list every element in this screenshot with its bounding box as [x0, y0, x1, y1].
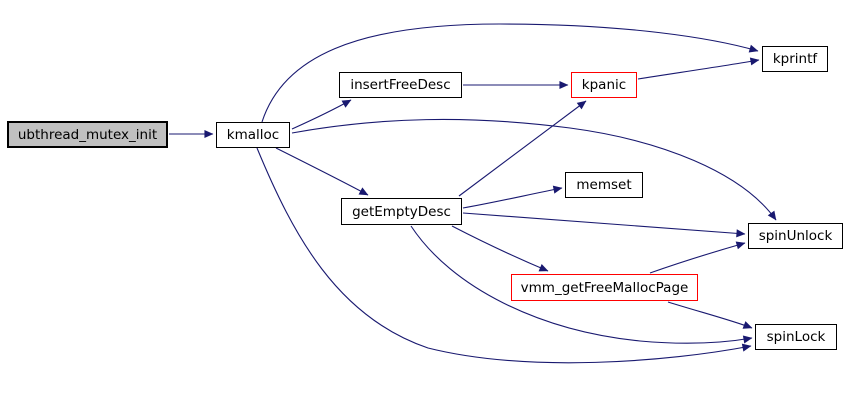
- node-kpanic[interactable]: kpanic: [571, 72, 637, 98]
- node-insertFreeDesc[interactable]: insertFreeDesc: [339, 72, 462, 98]
- edge-getEmptyDesc-to-spinUnlock: [462, 212, 746, 238]
- node-getEmptyDesc[interactable]: getEmptyDesc: [341, 198, 462, 225]
- edge-vmm_getFreeMallocPage-to-spinLock: [667, 301, 753, 329]
- edge-kmalloc-to-insertFreeDesc: [291, 99, 352, 130]
- node-kprintf[interactable]: kprintf: [762, 46, 828, 72]
- edge-vmm_getFreeMallocPage-to-spinUnlock: [649, 241, 746, 274]
- node-vmm_getFreeMallocPage[interactable]: vmm_getFreeMallocPage: [511, 274, 698, 301]
- node-ubthread_mutex_init: ubthread_mutex_init: [7, 121, 168, 148]
- node-spinLock[interactable]: spinLock: [755, 324, 837, 350]
- edge-getEmptyDesc-to-vmm_getFreeMallocPage: [451, 225, 549, 272]
- node-memset[interactable]: memset: [565, 172, 643, 198]
- edge-kmalloc-to-spinUnlock: [291, 118, 777, 221]
- edge-kmalloc-to-kprintf: [261, 23, 759, 123]
- edge-getEmptyDesc-to-kpanic: [458, 100, 587, 197]
- edge-getEmptyDesc-to-spinLock: [410, 225, 753, 344]
- node-spinUnlock[interactable]: spinUnlock: [748, 223, 843, 249]
- edge-kmalloc-to-spinLock: [256, 147, 752, 364]
- edge-getEmptyDesc-to-memset: [462, 185, 563, 209]
- node-kmalloc[interactable]: kmalloc: [216, 122, 290, 148]
- edge-kmalloc-to-getEmptyDesc: [275, 147, 369, 196]
- edge-kpanic-to-kprintf: [637, 57, 760, 80]
